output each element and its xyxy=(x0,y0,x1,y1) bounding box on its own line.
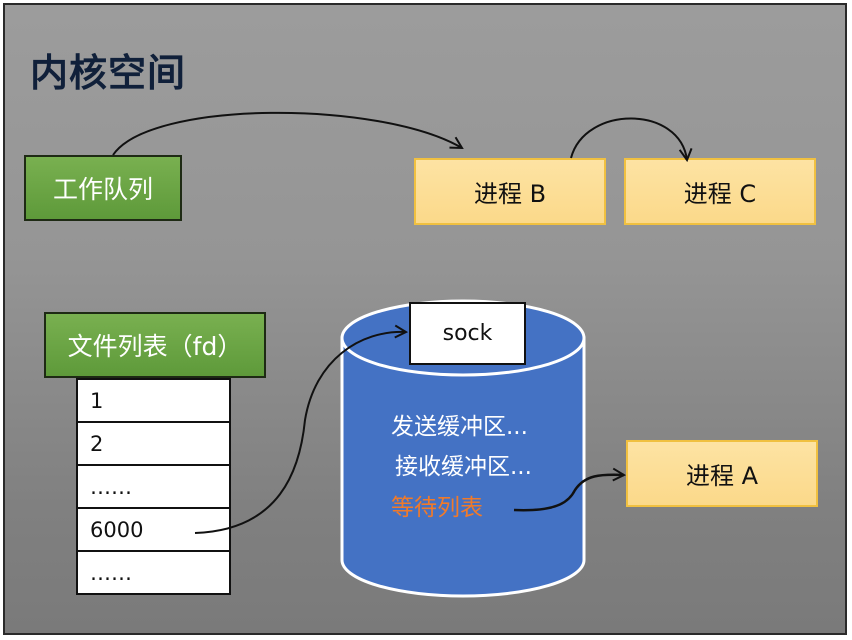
process-b-label: 进程 B xyxy=(473,180,547,208)
fd-row: …… xyxy=(78,550,229,593)
wait-list-label: 等待列表 xyxy=(391,495,483,521)
sock-label: sock xyxy=(442,321,493,346)
process-a-box: 进程 A xyxy=(626,440,818,507)
work-queue-box: 工作队列 xyxy=(24,155,182,221)
fd-row: 6000 xyxy=(78,507,229,550)
file-list-header: 文件列表（fd） xyxy=(44,312,266,378)
recv-buffer-label: 接收缓冲区... xyxy=(395,454,532,480)
fd-table: 1 2 …… 6000 …… xyxy=(76,378,231,595)
work-queue-label: 工作队列 xyxy=(52,175,153,204)
send-buffer-label: 发送缓冲区... xyxy=(391,414,528,440)
process-b-box: 进程 B xyxy=(414,158,606,225)
process-a-label: 进程 A xyxy=(685,462,759,490)
fd-row: …… xyxy=(78,464,229,507)
kernel-space-title: 内核空间 xyxy=(30,51,187,95)
sock-box: sock xyxy=(409,302,526,365)
fd-row: 1 xyxy=(78,378,229,421)
process-c-label: 进程 C xyxy=(683,180,757,208)
fd-row: 2 xyxy=(78,421,229,464)
file-list-header-label: 文件列表（fd） xyxy=(67,332,243,361)
process-c-box: 进程 C xyxy=(624,158,816,225)
